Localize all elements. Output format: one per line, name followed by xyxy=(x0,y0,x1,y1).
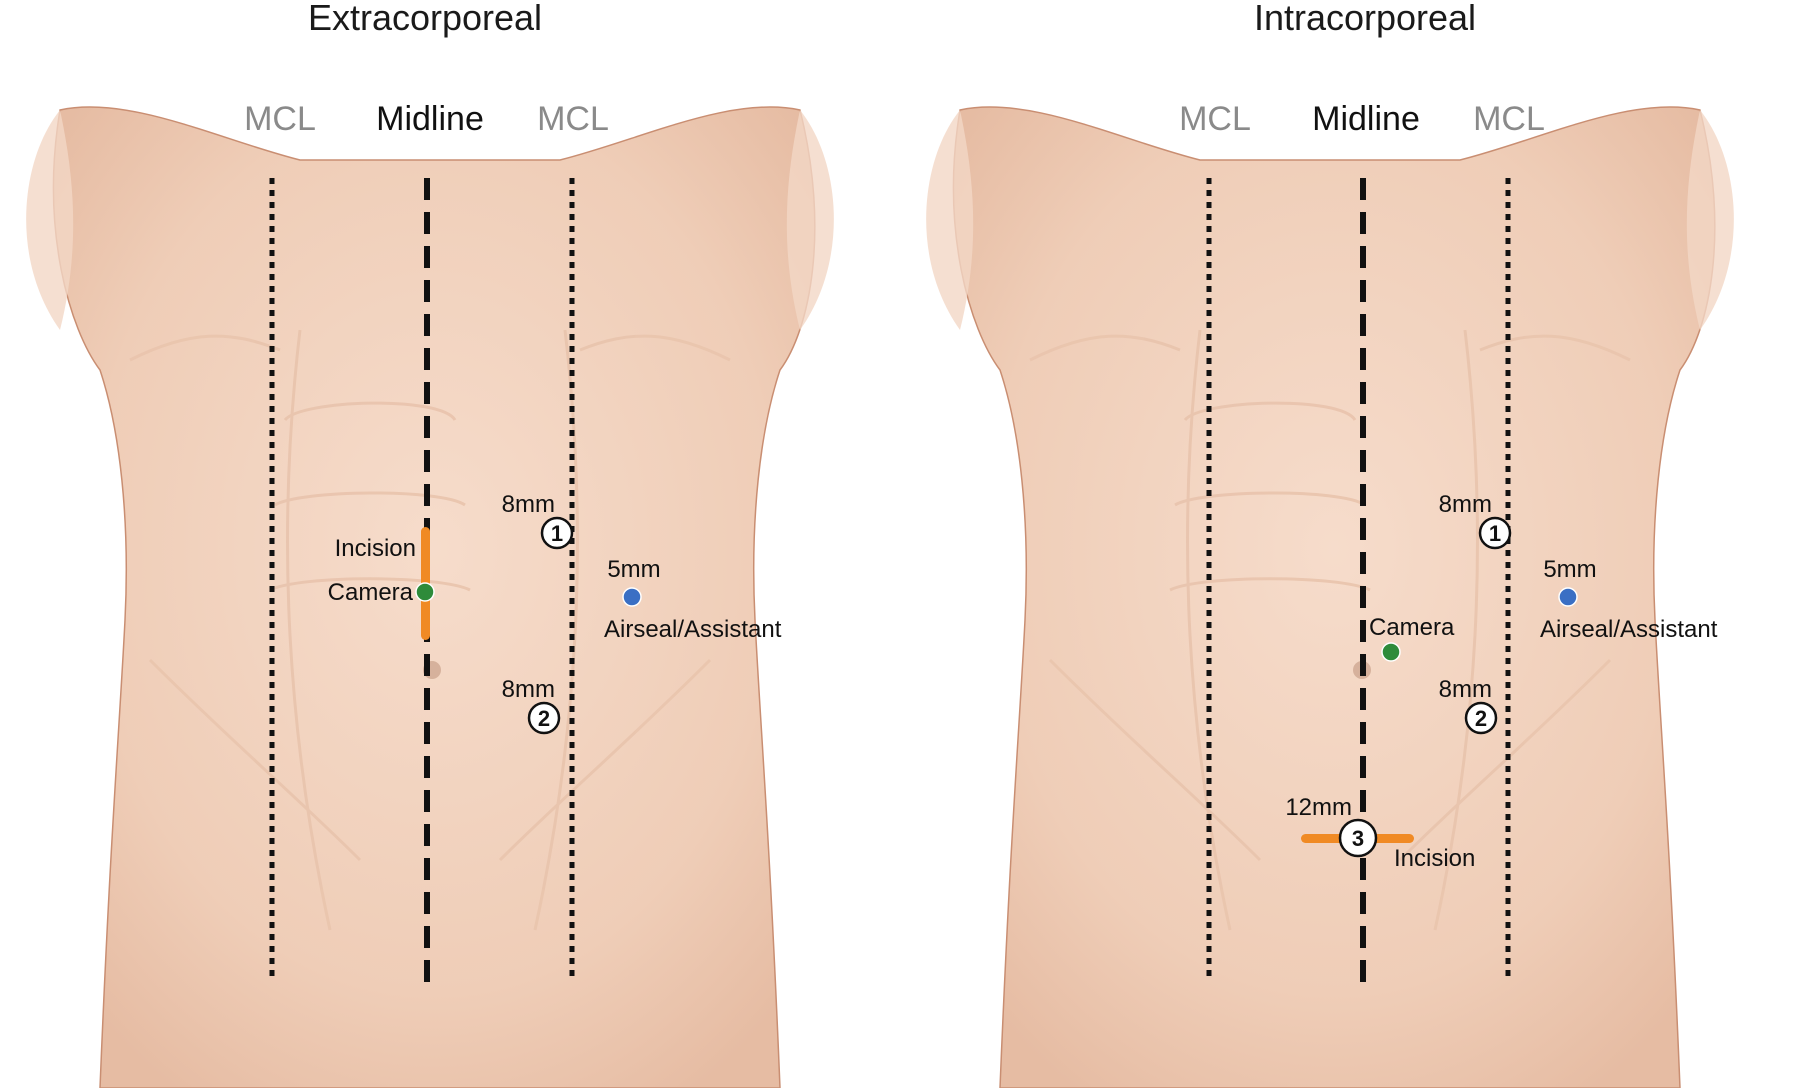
camera-port xyxy=(415,582,435,602)
intracorporeal-diagram: Intracorporeal MCL Midline MCL Camera 8m… xyxy=(926,0,1734,1088)
assistant-size: 5mm xyxy=(1543,556,1596,583)
torso-illustration xyxy=(952,106,1716,1088)
port-2-number: 2 xyxy=(538,706,550,731)
port-3-size: 12mm xyxy=(1285,794,1352,821)
extracorporeal-diagram: Extracorporeal MCL Midline MCL Incision … xyxy=(26,0,834,1088)
camera-label: Camera xyxy=(328,579,414,606)
port-2-number: 2 xyxy=(1475,706,1487,731)
right-shoulder-shape xyxy=(1686,110,1734,330)
mcl-left-label: MCL xyxy=(1179,100,1251,138)
port-1-marker xyxy=(1478,516,1512,550)
camera-label: Camera xyxy=(1369,614,1455,641)
port-3-marker xyxy=(1338,818,1378,858)
assistant-port xyxy=(622,587,642,607)
abdominal-muscles xyxy=(129,329,731,931)
camera-port xyxy=(1381,642,1401,662)
port-2-marker xyxy=(527,701,561,735)
right-shoulder-shape xyxy=(786,110,834,330)
port-1-number: 1 xyxy=(551,521,563,546)
assistant-label: Airseal/Assistant xyxy=(1540,616,1718,643)
port-2-size: 8mm xyxy=(1439,676,1492,703)
panel-title: Intracorporeal xyxy=(1254,0,1476,38)
intracorporeal-panel: Intracorporeal MCL Midline MCL Camera 8m… xyxy=(900,0,1800,1088)
port-2-marker xyxy=(1464,701,1498,735)
port-1-marker xyxy=(540,516,574,550)
assistant-label: Airseal/Assistant xyxy=(604,616,782,643)
mcl-right-label: MCL xyxy=(537,100,609,138)
port-1-size: 8mm xyxy=(1439,491,1492,518)
port-1-size: 8mm xyxy=(502,491,555,518)
midline-label: Midline xyxy=(1312,100,1420,138)
abdominal-muscles xyxy=(1029,329,1631,931)
panel-title: Extracorporeal xyxy=(308,0,542,38)
assistant-port xyxy=(1558,587,1578,607)
midline-label: Midline xyxy=(376,100,484,138)
port-3-number: 3 xyxy=(1352,826,1364,851)
left-shoulder-shape xyxy=(926,110,974,330)
mcl-left-label: MCL xyxy=(244,100,316,138)
assistant-size: 5mm xyxy=(607,556,660,583)
incision-label: Incision xyxy=(335,535,416,562)
incision-label: Incision xyxy=(1394,845,1475,872)
extracorporeal-panel: Extracorporeal MCL Midline MCL Incision … xyxy=(26,0,834,1088)
torso-illustration xyxy=(52,106,816,1088)
port-2-size: 8mm xyxy=(502,676,555,703)
mcl-right-label: MCL xyxy=(1473,100,1545,138)
port-1-number: 1 xyxy=(1489,521,1501,546)
left-shoulder-shape xyxy=(26,110,74,330)
